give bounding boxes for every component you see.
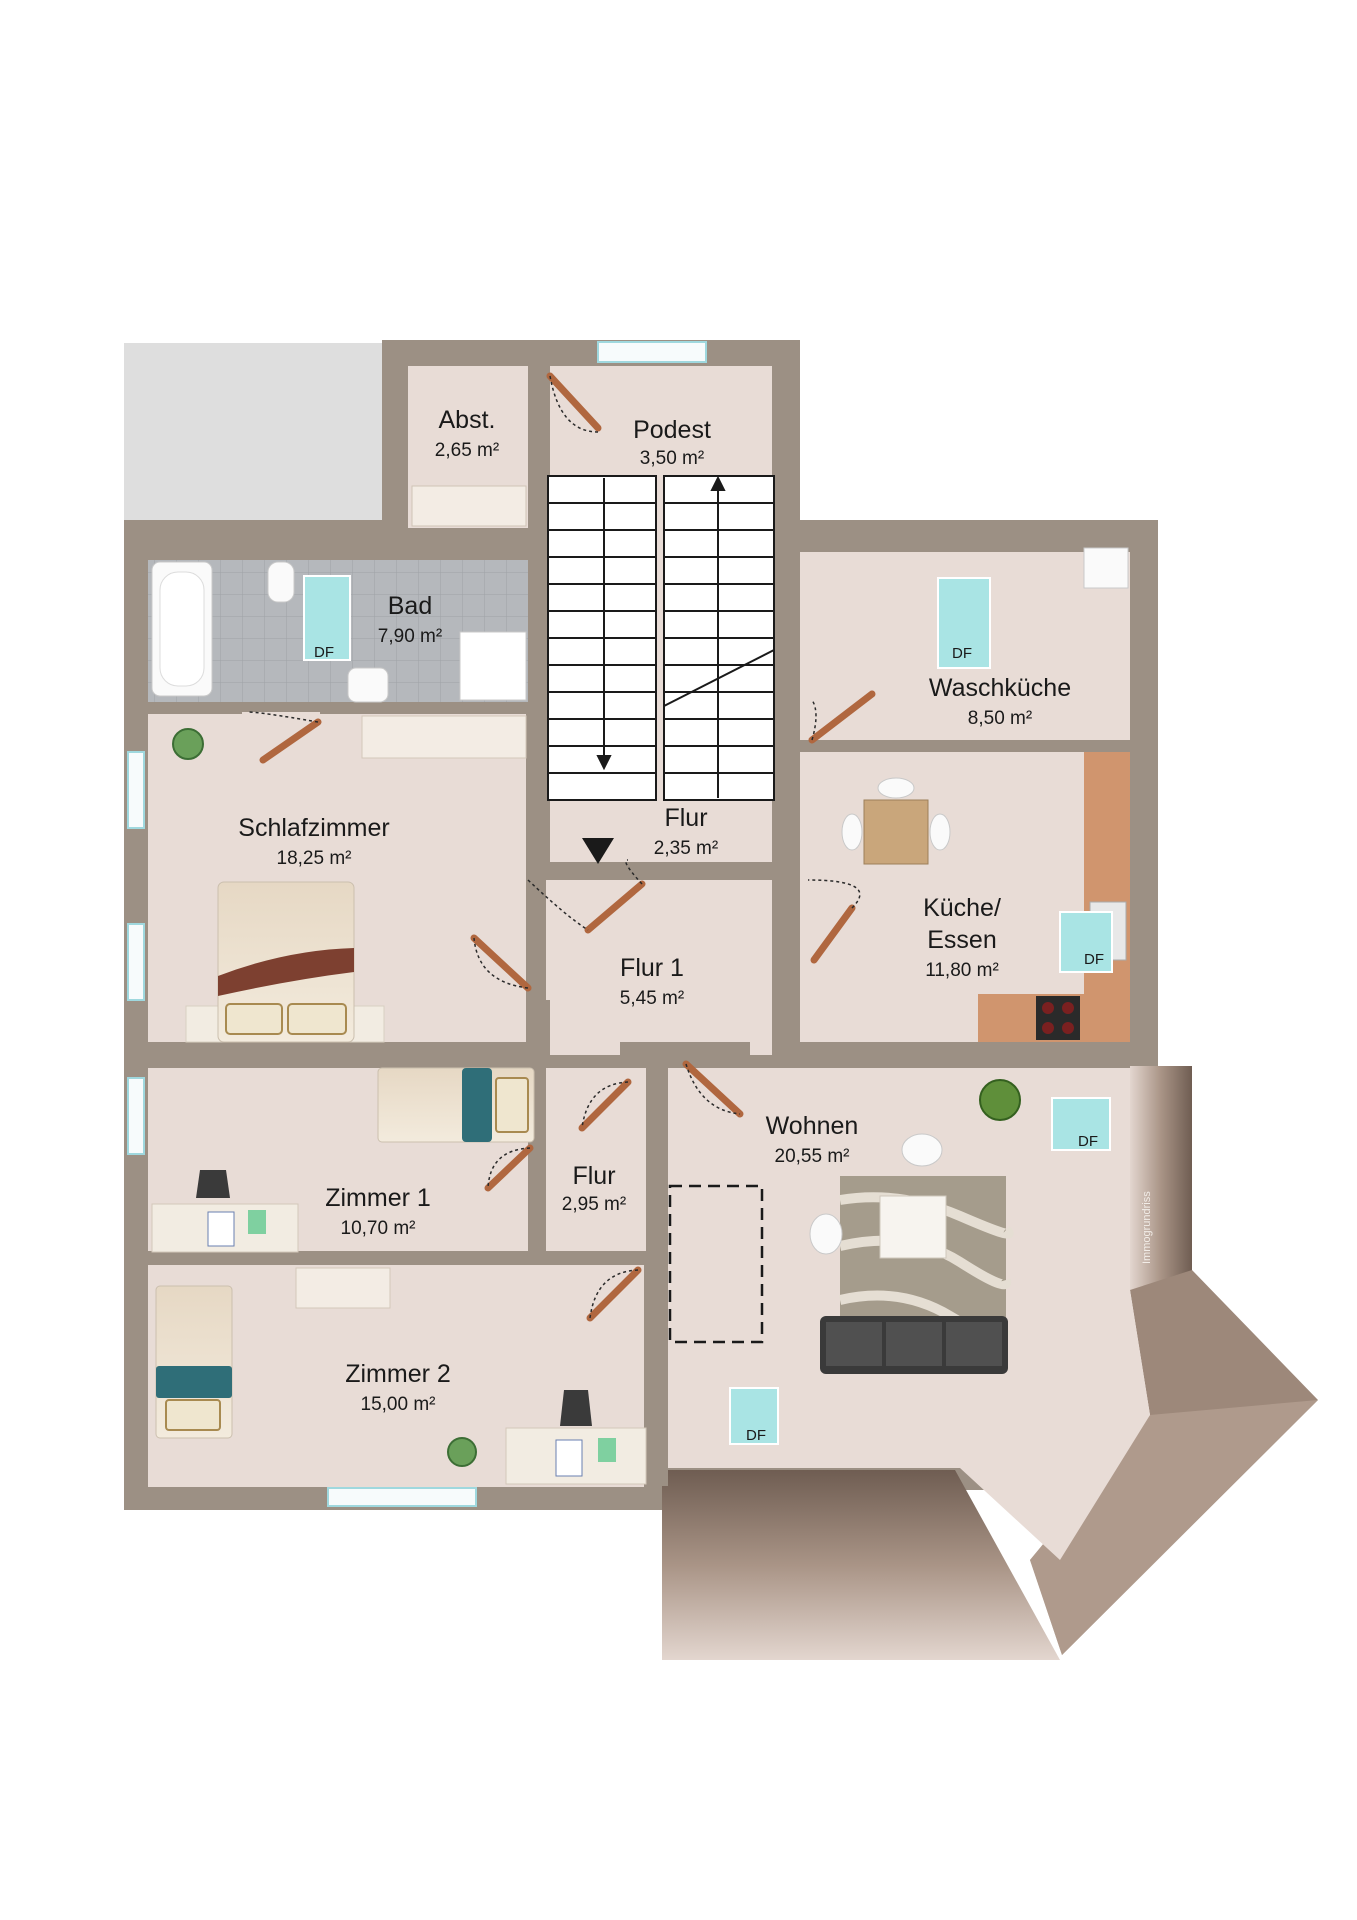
watermark: Immogrundriss (1141, 1191, 1153, 1264)
svg-text:DF: DF (1078, 1133, 1098, 1150)
room-name-kueche: Küche/ (923, 894, 1001, 922)
entrance-arrow-icon (582, 838, 614, 864)
room-name-bad: Bad (388, 592, 432, 620)
shower (459, 631, 527, 701)
room-name-schlafzimmer: Schlafzimmer (238, 814, 389, 842)
room-area-kueche: 11,80 m² (925, 960, 999, 981)
room-name-zimmer-2: Zimmer 2 (345, 1360, 451, 1388)
svg-text:DF: DF (952, 645, 972, 662)
room-area-schlafzimmer: 18,25 m² (277, 848, 352, 869)
desk-zimmer1 (151, 1170, 299, 1253)
washbasin (347, 667, 389, 703)
skylight-bad: DF (303, 575, 351, 661)
room-name-essen: Essen (927, 926, 996, 954)
room-name-abst: Abst. (439, 406, 496, 434)
dining-table (841, 777, 951, 865)
room-labels: Abst. 2,65 m² Podest 3,50 m² Bad 7,90 m²… (238, 406, 1071, 1415)
single-bed-zimmer1 (377, 1067, 535, 1143)
skylight-label: DF (314, 644, 334, 661)
skylight-wohnen: DF (1051, 1097, 1111, 1151)
room-name-wohnen: Wohnen (766, 1112, 859, 1140)
wardrobe-zimmer2 (295, 1267, 391, 1309)
skylight-wohnen-2: DF (729, 1387, 779, 1445)
room-area-zimmer-2: 15,00 m² (361, 1394, 436, 1415)
plant-icon (979, 1079, 1021, 1121)
door-swings (247, 375, 861, 1319)
desk-zimmer2 (505, 1390, 647, 1485)
room-area-bad: 7,90 m² (378, 626, 442, 647)
room-name-flur-2: Flur (572, 1162, 615, 1190)
double-bed (185, 881, 385, 1043)
room-area-flur-1: 5,45 m² (620, 988, 684, 1009)
room-area-waschkueche: 8,50 m² (968, 708, 1032, 729)
room-name-waschkueche: Waschküche (929, 674, 1071, 702)
windows (127, 341, 707, 1507)
washer (1083, 547, 1129, 589)
room-area-flur: 2,35 m² (654, 838, 718, 859)
roof-slopes (662, 1066, 1318, 1660)
skylight-kueche: DF (1059, 911, 1113, 973)
storage-shelf (411, 485, 527, 527)
svg-text:DF: DF (746, 1427, 766, 1444)
plant-icon (172, 728, 204, 760)
balcony-area (124, 343, 382, 521)
room-area-zimmer-1: 10,70 m² (341, 1218, 416, 1239)
staircase[interactable] (547, 475, 775, 801)
room-area-wohnen: 20,55 m² (775, 1146, 850, 1167)
room-name-flur: Flur (664, 804, 707, 832)
wardrobe (361, 715, 527, 759)
svg-text:DF: DF (1084, 951, 1104, 968)
room-area-podest: 3,50 m² (640, 448, 704, 469)
bathtub (151, 561, 213, 697)
sofa (820, 1316, 1008, 1374)
plant-icon (447, 1437, 477, 1467)
room-name-podest: Podest (633, 416, 711, 444)
room-area-abst: 2,65 m² (435, 440, 499, 461)
room-name-flur-1: Flur 1 (620, 954, 684, 982)
toilet (267, 561, 295, 603)
skylight-waschkueche: DF (937, 577, 991, 669)
doors[interactable] (259, 372, 876, 1322)
single-bed-zimmer2 (155, 1285, 233, 1439)
interior-walls (124, 366, 1130, 1486)
dashed-opening (668, 1184, 764, 1344)
room-area-flur-2: 2,95 m² (562, 1194, 626, 1215)
room-name-zimmer-1: Zimmer 1 (325, 1184, 431, 1212)
